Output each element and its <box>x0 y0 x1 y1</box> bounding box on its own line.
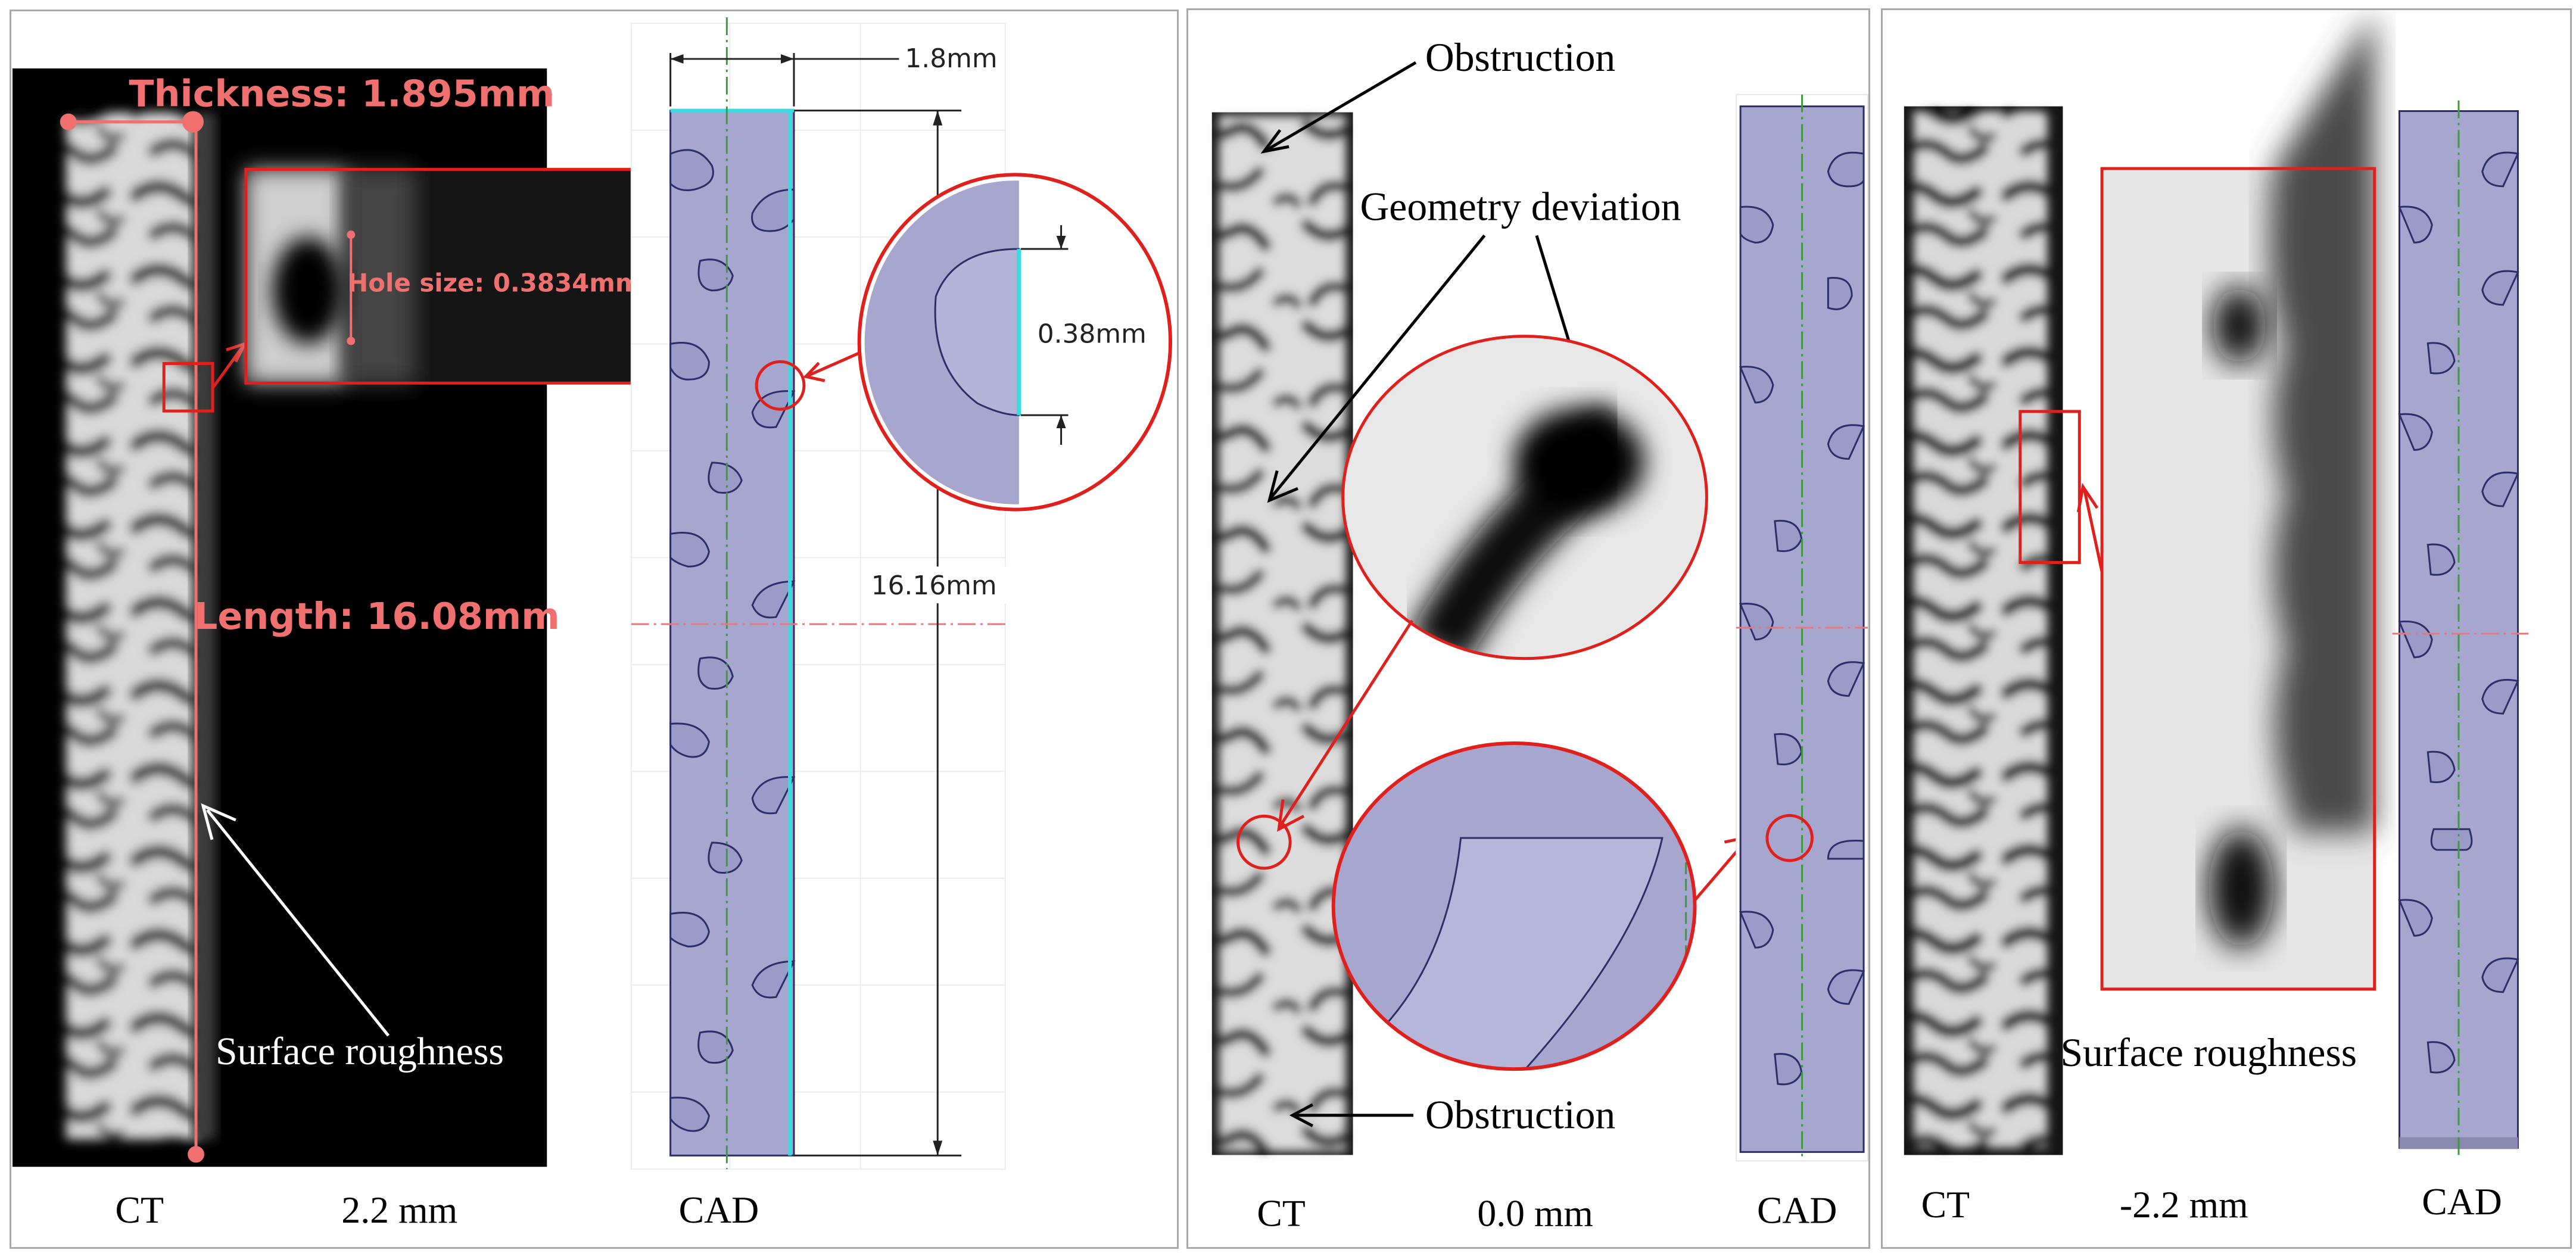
length-label: Length: 16.08mm <box>194 595 560 638</box>
ct-roughness-zoom <box>2100 11 2376 991</box>
geometry-deviation-annotation: Geometry deviation <box>1360 185 1681 229</box>
ct-deviation-highlight <box>1236 814 1292 870</box>
ct-specimen <box>1913 111 2048 1148</box>
ct-label: CT <box>115 1189 164 1231</box>
position-label: -2.2 mm <box>2120 1183 2248 1226</box>
cad-body <box>669 110 795 1157</box>
cad-hole-highlight <box>755 360 806 411</box>
position-label: 0.0 mm <box>1477 1192 1593 1235</box>
panel-2-2mm: Thickness: 1.895mm Length: 16.08mm Hole … <box>10 10 1179 1249</box>
cad-label: CAD <box>679 1189 759 1231</box>
position-label: 2.2 mm <box>341 1189 457 1231</box>
ct-roughness-highlight <box>2019 410 2081 565</box>
panel-0-0mm: Obstruction Geometry deviation <box>1186 8 1870 1249</box>
ct-specimen <box>66 112 200 1140</box>
hole-highlight-box <box>162 361 214 413</box>
thickness-label: Thickness: 1.895mm <box>129 73 555 116</box>
cad-label: CAD <box>1757 1189 1837 1232</box>
cad-width-dimension: 1.8mm <box>905 43 997 74</box>
ct-specimen <box>1219 116 1346 1152</box>
panel-3-canvas: Surface roughness CT -2.2 mm CAD <box>1904 11 2529 1226</box>
hole-size-label: Hole size: 0.3834mm <box>347 269 641 298</box>
ct-label: CT <box>1257 1192 1305 1235</box>
cad-drawing <box>1736 94 1868 1162</box>
cad-hole-zoom: 0.38mm <box>857 173 1173 512</box>
cad-drawing: 1.8mm 16.16mm 0.38mm <box>630 17 1173 1170</box>
panel-1-canvas: Thickness: 1.895mm Length: 16.08mm Hole … <box>12 17 1173 1231</box>
cad-drawing <box>2392 100 2529 1155</box>
obstruction-bottom-annotation: Obstruction <box>1425 1093 1615 1137</box>
obstruction-top-annotation: Obstruction <box>1425 35 1615 80</box>
panel-minus-2-2mm: Surface roughness CT -2.2 mm CAD <box>1881 8 2572 1249</box>
cad-deviation-highlight <box>1765 814 1814 862</box>
cad-label: CAD <box>2422 1180 2502 1223</box>
cad-length-dimension: 16.16mm <box>871 571 997 601</box>
surface-roughness-annotation: Surface roughness <box>2060 1030 2357 1075</box>
ct-label: CT <box>1921 1183 1970 1226</box>
cad-hole-dimension: 0.38mm <box>1038 319 1147 349</box>
panel-2-canvas: Obstruction Geometry deviation <box>1211 35 1868 1235</box>
ct-deviation-zoom <box>1341 335 1708 660</box>
surface-roughness-annotation: Surface roughness <box>216 1030 504 1073</box>
cad-deviation-zoom <box>1331 741 1697 1071</box>
hole-zoom-inset: Hole size: 0.3834mm <box>244 167 646 385</box>
